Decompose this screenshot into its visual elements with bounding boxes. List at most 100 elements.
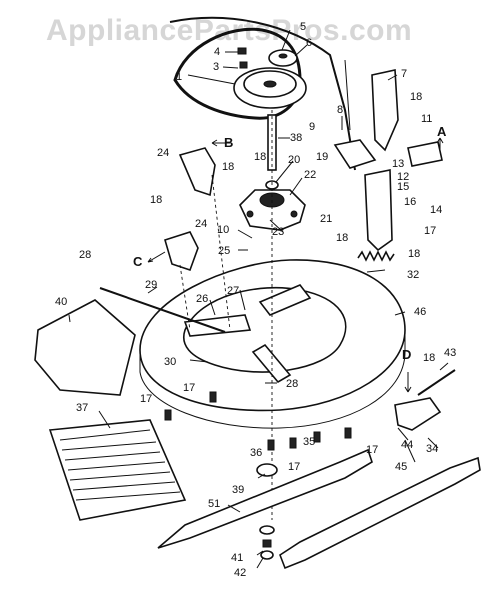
- callout-17a: 17: [424, 225, 436, 237]
- callout-36: 36: [250, 447, 262, 459]
- callout-28a: 28: [79, 249, 91, 261]
- callout-17d: 17: [288, 461, 300, 473]
- bolt: [313, 431, 321, 443]
- callout-19: 19: [316, 151, 328, 163]
- callout-23: 23: [272, 226, 284, 238]
- callout-17b: 17: [183, 382, 195, 394]
- support-plate: [333, 139, 377, 169]
- callout-21: 21: [320, 213, 332, 225]
- bolt: [289, 437, 297, 449]
- clip-bracket: [407, 141, 443, 167]
- callout-15: 15: [397, 181, 409, 193]
- idler-pulley: [268, 49, 298, 67]
- spring: [357, 250, 395, 262]
- spindle-housing: [239, 189, 306, 231]
- callout-11: 11: [421, 113, 432, 125]
- bolt: [209, 391, 217, 403]
- callout-17c: 17: [140, 393, 152, 405]
- callout-30: 30: [164, 356, 176, 368]
- pulley: [233, 67, 307, 109]
- callout-4: 4: [214, 46, 220, 58]
- callout-14: 14: [430, 204, 442, 216]
- letter-d: D: [402, 347, 411, 362]
- callout-13: 13: [392, 158, 404, 170]
- callout-29: 29: [145, 279, 157, 291]
- callout-24b: 24: [195, 218, 207, 230]
- leader-lines: [68, 29, 449, 569]
- callout-5: 5: [300, 21, 306, 33]
- callout-8: 8: [337, 104, 343, 116]
- arrow-c: [147, 251, 166, 263]
- blade-washer: [259, 525, 275, 535]
- callout-10: 10: [217, 224, 229, 236]
- callout-18g: 18: [254, 151, 266, 163]
- callout-38: 38: [290, 132, 302, 144]
- letter-b: B: [224, 135, 233, 150]
- callout-7: 7: [401, 68, 407, 80]
- callout-18f: 18: [423, 352, 435, 364]
- arrow-b: [211, 139, 230, 147]
- blade-left: [157, 448, 373, 549]
- letter-a: A: [437, 124, 447, 139]
- washer: [239, 61, 248, 69]
- callout-1: 1: [176, 71, 182, 83]
- callout-9: 9: [309, 121, 315, 133]
- callout-43: 43: [444, 347, 456, 359]
- grass-shield: [48, 419, 187, 521]
- bracket-upper: [178, 147, 216, 197]
- bolt: [344, 427, 352, 439]
- callout-25: 25: [218, 245, 230, 257]
- callout-39: 39: [232, 484, 244, 496]
- callout-35: 35: [303, 436, 315, 448]
- lift-link: [364, 169, 393, 252]
- letter-c: C: [133, 254, 143, 269]
- bolt: [267, 439, 275, 451]
- callout-3: 3: [213, 61, 219, 73]
- bolt: [164, 409, 172, 421]
- callout-34: 34: [426, 443, 438, 455]
- arrow-d: [404, 372, 412, 393]
- callout-28b: 28: [286, 378, 298, 390]
- callout-45: 45: [395, 461, 407, 473]
- callout-51: 51: [208, 498, 220, 510]
- blade-nut: [260, 550, 274, 560]
- arrow-a: [436, 137, 444, 150]
- callout-18d: 18: [336, 232, 348, 244]
- callout-37: 37: [76, 402, 88, 414]
- hanger-bracket: [371, 69, 399, 152]
- callout-18b: 18: [222, 161, 234, 173]
- belt-guide-rod: [344, 59, 351, 131]
- blade-adapter: [256, 463, 278, 477]
- discharge-chute: [34, 299, 136, 396]
- mower-deck: [139, 259, 406, 429]
- callout-18c: 18: [150, 194, 162, 206]
- callout-18a: 18: [410, 91, 422, 103]
- callout-40: 40: [55, 296, 67, 308]
- blade-bolt: [262, 539, 272, 548]
- callout-42: 42: [234, 567, 246, 579]
- callout-26: 26: [196, 293, 208, 305]
- callout-46: 46: [414, 306, 426, 318]
- lift-rod: [417, 369, 456, 396]
- watermark: AppliancePartsPros.com: [46, 14, 413, 47]
- bracket-lower: [164, 231, 199, 272]
- callout-22: 22: [304, 169, 316, 181]
- callout-41: 41: [231, 552, 243, 564]
- callout-17e: 17: [366, 444, 378, 456]
- callout-27: 27: [227, 285, 239, 297]
- callout-18e: 18: [408, 248, 420, 260]
- callout-16: 16: [404, 196, 416, 208]
- callout-24a: 24: [157, 147, 169, 159]
- callout-6: 6: [306, 37, 312, 49]
- callout-32: 32: [407, 269, 419, 281]
- nut: [237, 47, 247, 55]
- callout-20: 20: [288, 154, 300, 166]
- reference-letters: B C A D: [133, 124, 447, 362]
- deck-rod: [99, 287, 226, 333]
- blade-right: [279, 456, 481, 570]
- callout-44: 44: [401, 439, 413, 451]
- callouts: 1 3 4 5 6 7 8 9 10 11 12 13 14 15 16 17 …: [55, 21, 456, 579]
- lift-arm: [394, 397, 442, 431]
